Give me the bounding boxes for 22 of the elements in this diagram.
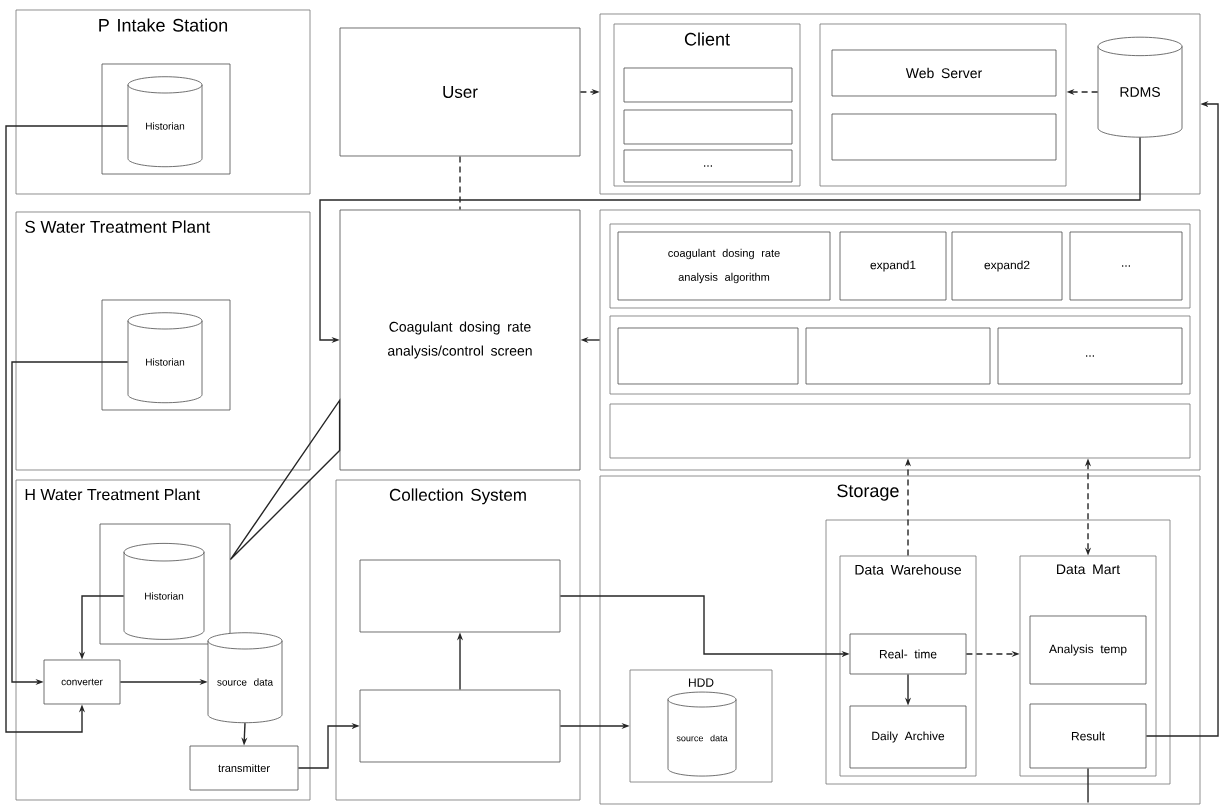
system-box xyxy=(99,523,231,645)
row-panel xyxy=(609,315,1191,395)
row-panel xyxy=(609,223,1191,309)
server-panel xyxy=(819,23,1067,187)
component-box xyxy=(623,67,793,103)
arrow xyxy=(5,125,129,733)
connector-line xyxy=(459,155,461,211)
component-box xyxy=(359,559,561,633)
module-box xyxy=(617,327,799,385)
group-panel xyxy=(599,13,1201,195)
user-box: User xyxy=(339,27,581,157)
component-box xyxy=(359,689,561,763)
engine-box xyxy=(609,403,1191,459)
component-box xyxy=(831,113,1057,161)
file-system-panel xyxy=(825,519,1171,785)
module-box xyxy=(805,327,991,385)
component-box xyxy=(623,109,793,145)
system-box xyxy=(101,63,231,175)
system-box xyxy=(101,299,231,411)
group-panel xyxy=(599,209,1201,471)
system-panel: Collection System xyxy=(335,479,581,801)
connector-line xyxy=(1087,767,1089,804)
